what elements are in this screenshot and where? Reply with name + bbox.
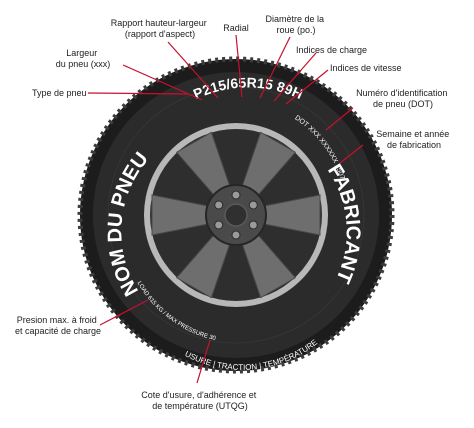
- label-radial: Radial: [223, 23, 249, 33]
- leader-utqg: [196, 339, 211, 384]
- leader-manufacture-date: [339, 144, 364, 164]
- label-tire-type: Type de pneu: [32, 88, 87, 98]
- leader-load-index: [273, 52, 317, 102]
- leader-width: [122, 64, 203, 101]
- callout-labels: Rapport hauteur-largeur (rapport d'aspec…: [15, 14, 452, 411]
- sidewall-ring: [107, 86, 365, 344]
- lug-nut: [231, 230, 241, 240]
- leader-tire-type: [87, 92, 189, 95]
- lug-nut: [248, 200, 258, 210]
- leader-dot: [325, 107, 354, 131]
- label-aspect-ratio: Rapport hauteur-largeur (rapport d'aspec…: [111, 18, 210, 39]
- label-rim-diameter: Diamètre de la roue (po.): [265, 14, 326, 35]
- leader-speed-index: [285, 69, 329, 105]
- leader-radial: [235, 34, 243, 98]
- lug-nut: [214, 220, 224, 230]
- label-load-index: Indices de charge: [296, 45, 367, 55]
- label-speed-index: Indices de vitesse: [330, 63, 402, 73]
- leader-max-pressure: [99, 299, 149, 326]
- wheel-rim: [144, 123, 328, 307]
- lug-nuts: [214, 190, 258, 240]
- center-cap: [224, 203, 248, 227]
- lug-nut: [231, 190, 241, 200]
- label-utqg: Cote d'usure, d'adhérence et de températ…: [141, 390, 259, 411]
- label-width: Largeur du pneu (xxx): [56, 48, 111, 69]
- label-dot: Numéro d'identification de pneu (DOT): [356, 88, 450, 109]
- label-manufacture-date: Semaine et année de fabrication: [376, 129, 452, 150]
- lug-nut: [248, 220, 258, 230]
- label-max-pressure: Presion max. à froid et capacité de char…: [15, 315, 101, 336]
- tire-tread-pattern: [77, 56, 395, 374]
- leader-rim-diameter: [259, 36, 291, 99]
- leader-lines: [87, 34, 364, 384]
- lug-nut: [214, 200, 224, 210]
- leader-aspect-ratio: [167, 41, 219, 99]
